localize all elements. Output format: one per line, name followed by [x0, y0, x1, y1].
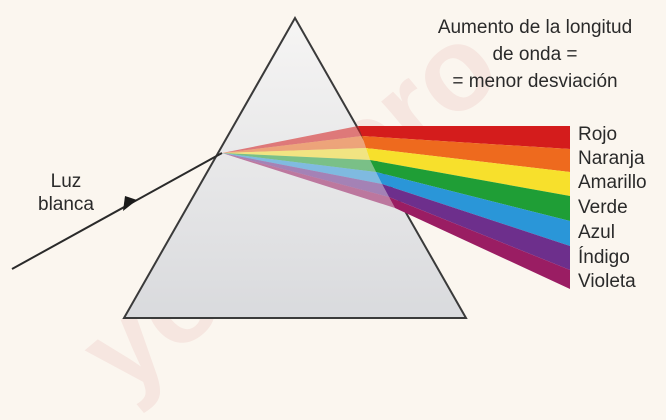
- white-light-label: Luz blanca: [20, 170, 112, 216]
- white-light-line-1: Luz: [20, 170, 112, 193]
- spectrum-label-rojo: Rojo: [578, 124, 617, 145]
- spectrum-label-violeta: Violeta: [578, 271, 636, 292]
- spectrum-label-verde: Verde: [578, 197, 628, 218]
- caption-line-1: Aumento de la longitud: [404, 14, 666, 41]
- spectrum-label-amarillo: Amarillo: [578, 172, 647, 193]
- caption-line-3: = menor desviación: [404, 68, 666, 95]
- ray-arrow-icon: [123, 196, 137, 211]
- spectrum-label-naranja: Naranja: [578, 148, 645, 169]
- spectrum-label-indigo: Índigo: [578, 247, 630, 268]
- white-light-line-2: blanca: [20, 193, 112, 216]
- wavelength-caption: Aumento de la longitud de onda = = menor…: [404, 14, 666, 95]
- spectrum-label-azul: Azul: [578, 222, 615, 243]
- caption-line-2: de onda =: [404, 41, 666, 68]
